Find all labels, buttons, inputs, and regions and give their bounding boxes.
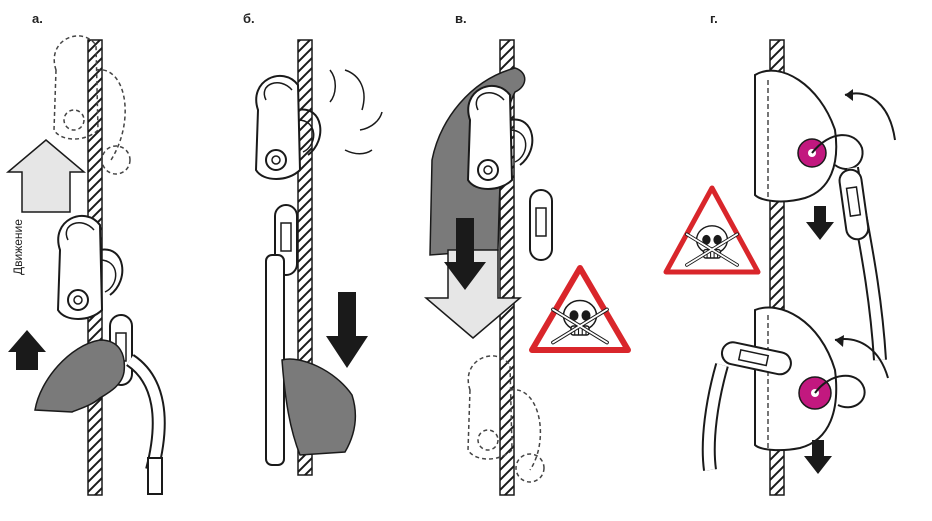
descender-device-icon	[755, 308, 836, 451]
skull-crossbones-warning-icon	[666, 188, 758, 272]
panel-d	[666, 40, 895, 495]
panel-label-b: б.	[243, 11, 255, 26]
panel-c	[426, 40, 628, 495]
arrow-down-icon	[806, 206, 834, 240]
descender-device-icon	[468, 86, 532, 189]
descender-device-icon	[755, 71, 836, 202]
descender-device-icon	[58, 216, 122, 319]
skull-crossbones-warning-icon	[532, 268, 628, 350]
panel-b	[256, 40, 382, 475]
arrow-down-icon	[326, 292, 368, 368]
carabiner-icon	[838, 168, 870, 240]
carabiner-icon	[530, 190, 552, 260]
panel-label-a: а.	[32, 11, 43, 26]
arrow-up-small-icon	[8, 330, 46, 370]
panel-label-d: г.	[710, 11, 718, 26]
hand-icon	[282, 359, 355, 455]
impact-lines-icon	[330, 70, 382, 154]
panel-a	[8, 36, 162, 495]
movement-label: Движение	[11, 219, 25, 275]
panel-label-c: в.	[455, 11, 467, 26]
hand-icon	[35, 340, 124, 412]
arrow-up-icon	[8, 140, 84, 212]
